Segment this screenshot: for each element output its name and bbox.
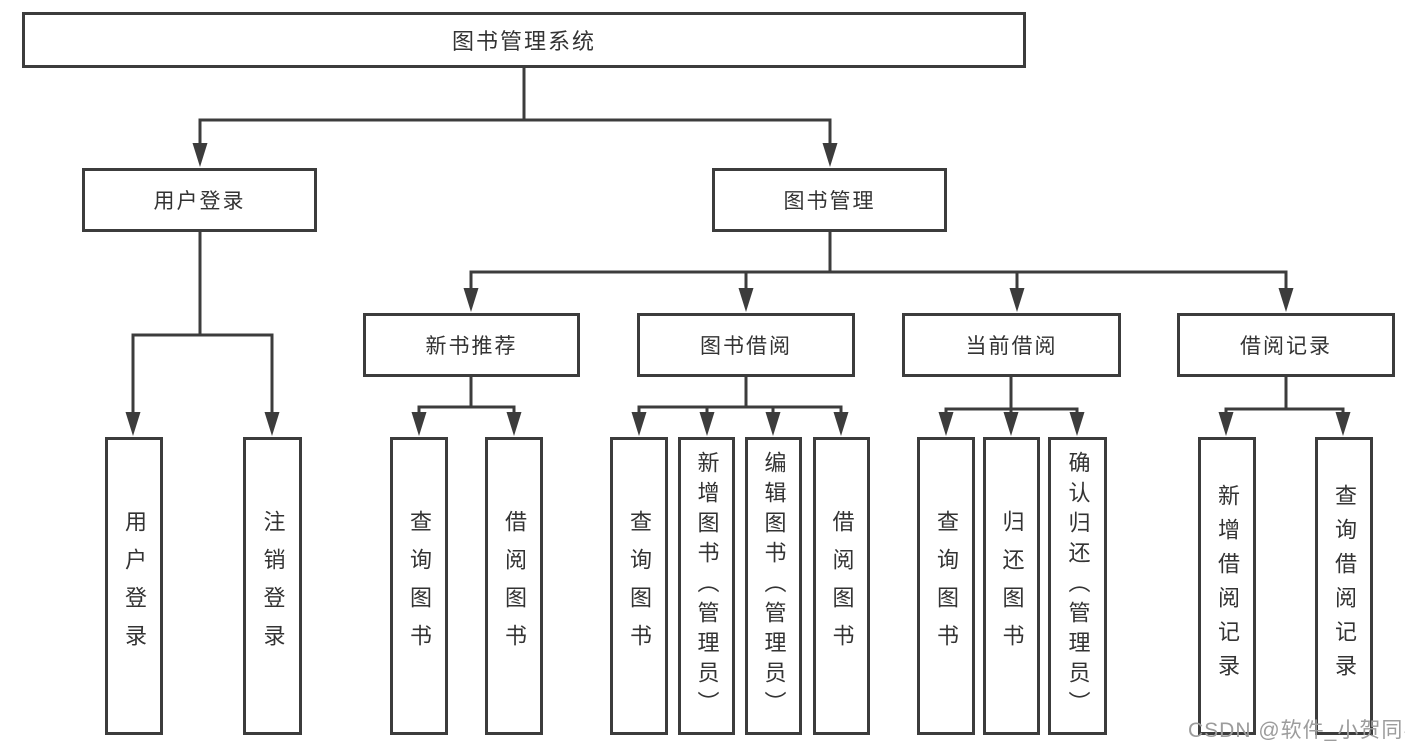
arrowhead [765,412,781,436]
connector-book-management-split [463,230,1294,312]
node-user-login-label: 用户登录 [153,190,246,213]
leaf-edit-books-admin-label: 编辑图书（管理员） [761,451,787,721]
node-borrowing-records: 借阅记录 [1177,313,1395,377]
node-user-login: 用户登录 [82,168,317,232]
arrowhead [192,143,208,167]
arrowhead [938,412,954,436]
leaf-borrow-books-recommend-label: 借阅图书 [502,510,527,662]
connector-book-borrowing-split [631,375,849,436]
leaf-borrow-books-label: 借阅图书 [829,510,855,662]
leaf-add-borrow-record: 新增借阅记录 [1198,437,1256,735]
leaf-confirm-return-admin-label: 确认归还（管理员） [1065,451,1091,721]
leaf-return-books: 归还图书 [983,437,1040,735]
leaf-return-books-label: 归还图书 [999,510,1025,662]
leaf-query-books-recommend: 查询图书 [390,437,448,735]
arrowhead [833,412,849,436]
arrowhead [125,412,141,436]
connector-current-borrowing-split [938,375,1085,436]
node-new-book-recommend-label: 新书推荐 [425,335,518,358]
arrowhead [264,412,280,436]
connector-user-login-split [125,230,280,436]
leaf-query-borrow-record-label: 查询借阅记录 [1332,484,1357,688]
arrowhead [506,412,522,436]
leaf-add-borrow-record-label: 新增借阅记录 [1215,484,1240,688]
leaf-borrow-books-recommend: 借阅图书 [485,437,543,735]
leaf-logout: 注销登录 [243,437,302,735]
leaf-query-books-current: 查询图书 [917,437,975,735]
node-current-borrowing-label: 当前借阅 [965,335,1058,358]
leaf-edit-books-admin: 编辑图书（管理员） [745,437,802,735]
leaf-query-books-recommend-label: 查询图书 [407,510,432,662]
leaf-query-books-current-label: 查询图书 [934,510,959,662]
leaf-query-borrow-record: 查询借阅记录 [1315,437,1373,735]
arrowhead [1278,288,1294,312]
node-borrowing-records-label: 借阅记录 [1240,335,1332,358]
node-new-book-recommend: 新书推荐 [363,313,580,377]
node-book-management-label: 图书管理 [783,190,876,213]
arrowhead [1335,412,1351,436]
leaf-query-books-borrowing-label: 查询图书 [627,510,652,662]
leaf-add-books-admin: 新增图书（管理员） [678,437,735,735]
connector-borrowing-records-split [1218,375,1351,436]
arrowhead [463,288,479,312]
node-book-management: 图书管理 [712,168,947,232]
arrowhead [822,143,838,167]
leaf-borrow-books: 借阅图书 [813,437,870,735]
connector-new-book-split [411,375,522,436]
arrowhead [1218,412,1234,436]
arrowhead [1069,412,1085,436]
connector-root-split [192,66,838,167]
leaf-add-books-admin-label: 新增图书（管理员） [694,451,720,721]
arrowhead [699,412,715,436]
arrowhead [1009,288,1025,312]
arrowhead [411,412,427,436]
leaf-logout-label: 注销登录 [260,510,286,662]
leaf-confirm-return-admin: 确认归还（管理员） [1048,437,1107,735]
node-book-borrowing-label: 图书借阅 [700,335,792,358]
arrowhead [738,288,754,312]
leaf-query-books-borrowing: 查询图书 [610,437,668,735]
arrowhead [631,412,647,436]
node-book-borrowing: 图书借阅 [637,313,855,377]
node-root: 图书管理系统 [22,12,1026,68]
leaf-user-login-label: 用户登录 [122,510,147,662]
node-root-label: 图书管理系统 [451,29,596,54]
leaf-user-login: 用户登录 [105,437,163,735]
arrowhead [1003,412,1019,436]
node-current-borrowing: 当前借阅 [902,313,1121,377]
watermark: CSDN @软件_小贺同学 [1188,719,1405,742]
